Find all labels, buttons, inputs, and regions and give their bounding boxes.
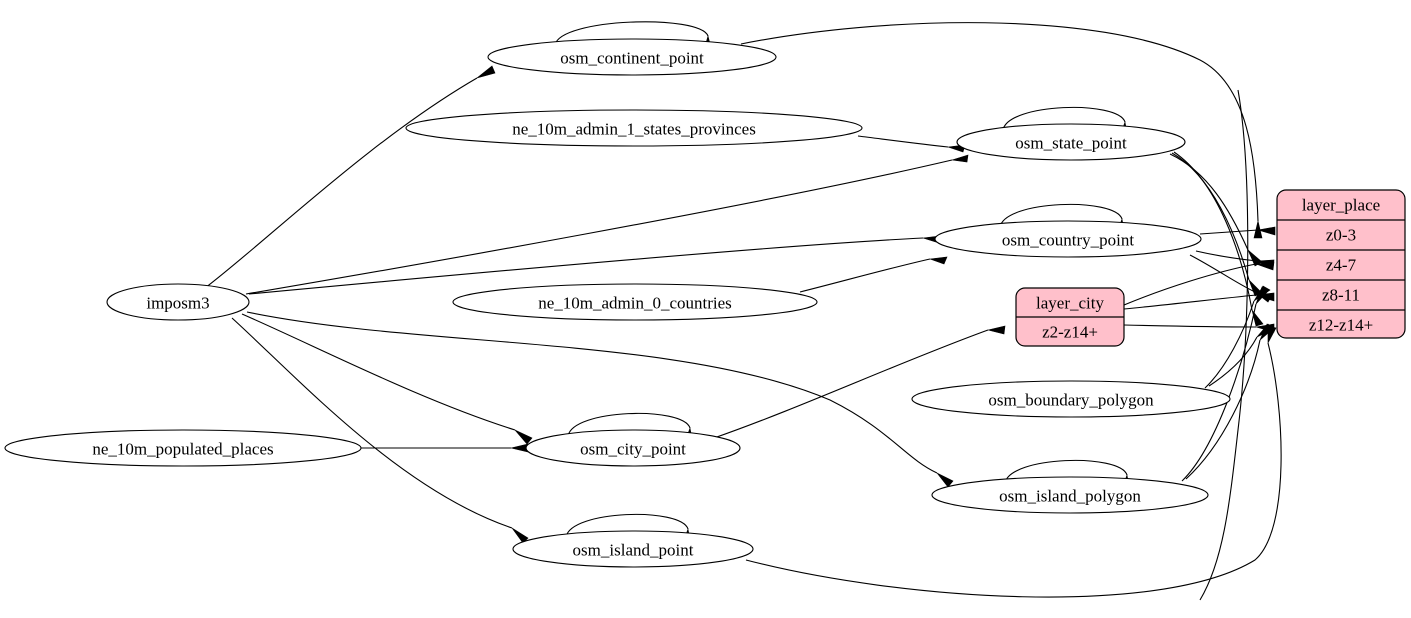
node-shape[interactable]	[956, 123, 1186, 161]
arrowhead-icon	[1255, 286, 1270, 305]
node-shape[interactable]	[934, 220, 1202, 258]
record-row-z8-11[interactable]: z8-11	[1322, 286, 1360, 305]
node-label: osm_city_point	[580, 440, 686, 459]
edge-osm_island_polygon-to-layer_place-z12-z14	[1185, 339, 1261, 480]
selfloop-osm_island_polygon	[1004, 459, 1128, 484]
node-label: imposm3	[146, 294, 209, 313]
node-label: osm_continent_point	[560, 49, 704, 68]
arrowhead-icon	[951, 154, 969, 163]
record-row-z12-z14[interactable]: z12-z14+	[1309, 316, 1373, 335]
edge-osm_state_point-to-layer_place-z4-7	[1169, 153, 1249, 251]
record-node-layer_city[interactable]: layer_city z2-z14+	[1015, 287, 1125, 347]
selfloop-osm_city_point	[567, 412, 691, 437]
record-body[interactable]	[1276, 189, 1406, 339]
edge-imposm3-to-osm_city_point	[241, 313, 516, 431]
node-label: osm_island_polygon	[999, 487, 1141, 506]
node-ne_10m_admin_1_states_provinces[interactable]: ne_10m_admin_1_states_provinces	[405, 109, 863, 147]
selfloop-osm_state_point	[1002, 106, 1126, 131]
node-osm_city_point[interactable]: osm_city_point	[525, 429, 741, 467]
edge-osm_country_point-to-layer_place-z0-3	[1199, 229, 1259, 235]
edge-osm_boundary_polygon-to-layer_place-z8-11	[1204, 300, 1255, 389]
node-shape[interactable]	[405, 109, 863, 147]
node-osm_island_polygon[interactable]: osm_island_polygon	[931, 476, 1209, 514]
node-osm_boundary_polygon[interactable]: osm_boundary_polygon	[911, 380, 1231, 418]
node-label: osm_boundary_polygon	[988, 391, 1154, 410]
arrowhead-icon	[1267, 325, 1277, 344]
edge-layer	[204, 21, 1282, 601]
record-node-layer: layer_place z0-3 z4-7 z8-11 z12-z14+ lay…	[1015, 189, 1406, 347]
arrowhead-icon	[929, 256, 948, 265]
record-row-z4-7[interactable]: z4-7	[1326, 256, 1357, 275]
edge-osm_state_point-to-layer_place-z8-11	[1171, 152, 1250, 281]
edge-strand-right-vertical	[1199, 89, 1249, 601]
node-osm_continent_point[interactable]: osm_continent_point	[487, 38, 777, 76]
node-ne_10m_populated_places[interactable]: ne_10m_populated_places	[4, 429, 362, 467]
edge-imposm3-to-osm_country_point	[248, 237, 924, 295]
arrowhead-icon	[1251, 309, 1264, 327]
edge-osm_city_point-to-layer_city-z2-z14	[713, 329, 989, 439]
record-row-layer_place-title: layer_place	[1302, 196, 1380, 215]
node-ne_10m_admin_0_countries[interactable]: ne_10m_admin_0_countries	[452, 283, 818, 321]
edge-ne_10m_admin_1_states_provinces-to-osm_state_point	[857, 135, 949, 148]
edge-osm_continent_point-to-layer_place-z0-3	[740, 22, 1259, 222]
node-shape[interactable]	[4, 429, 362, 467]
arrowhead-icon	[987, 325, 1006, 335]
node-osm_country_point[interactable]: osm_country_point	[934, 220, 1202, 258]
node-shape[interactable]	[525, 429, 741, 467]
selfloop-osm_continent_point	[554, 21, 709, 46]
arrowhead-icon	[514, 429, 533, 445]
node-label: ne_10m_admin_1_states_provinces	[512, 120, 756, 139]
edge-imposm3-to-osm_island_polygon	[246, 311, 938, 474]
node-label: osm_state_point	[1015, 134, 1127, 153]
edge-osm_country_point-to-layer_place-z4-7	[1195, 250, 1258, 262]
edge-imposm3-to-osm_continent_point	[204, 77, 478, 289]
arrowhead-icon	[1255, 261, 1275, 271]
node-imposm3[interactable]: imposm3	[106, 283, 250, 321]
edge-osm_island_point-to-layer_place-z12-z14	[745, 342, 1282, 598]
edge-layer_city-to-layer_place-z12-z14	[1123, 324, 1257, 328]
node-shape[interactable]	[452, 283, 818, 321]
arrowhead-icon	[1257, 226, 1276, 236]
selfloop-osm_country_point	[999, 203, 1123, 228]
node-label: ne_10m_admin_0_countries	[538, 294, 732, 313]
edge-layer_city-to-layer_place-z8-11	[1123, 294, 1257, 310]
node-osm_island_point[interactable]: osm_island_point	[512, 530, 754, 568]
edge-imposm3-to-osm_island_point	[231, 317, 513, 529]
node-osm_state_point[interactable]: osm_state_point	[956, 123, 1186, 161]
record-node-layer_place[interactable]: layer_place z0-3 z4-7 z8-11 z12-z14+	[1276, 189, 1406, 339]
node-label: ne_10m_populated_places	[92, 440, 273, 459]
edge-osm_country_point-to-layer_place-z8-11	[1189, 254, 1256, 293]
node-shape[interactable]	[487, 38, 777, 76]
node-label: osm_country_point	[1002, 231, 1134, 250]
node-shape[interactable]	[931, 476, 1209, 514]
edge-osm_boundary_polygon-to-layer_place-z12-z14	[1208, 336, 1258, 387]
record-row-z0-3[interactable]: z0-3	[1326, 226, 1356, 245]
node-label: osm_island_point	[573, 541, 694, 560]
node-shape[interactable]	[911, 380, 1231, 418]
arrowhead-icon	[476, 65, 496, 79]
arrowhead-icon	[936, 472, 954, 488]
record-row-layer_city-title: layer_city	[1036, 294, 1104, 313]
record-row-z2-z14[interactable]: z2-z14+	[1042, 323, 1098, 342]
node-shape[interactable]	[106, 283, 250, 321]
edge-layer_city-to-layer_place-z4-7	[1123, 263, 1257, 306]
edge-imposm3-to-osm_state_point	[245, 159, 953, 295]
selfloop-osm_island_point	[565, 513, 689, 538]
node-layer: imposm3 ne_10m_populated_places ne_10m_a…	[4, 38, 1231, 568]
edge-ne_10m_admin_0_countries-to-osm_country_point	[799, 258, 931, 293]
node-shape[interactable]	[512, 530, 754, 568]
